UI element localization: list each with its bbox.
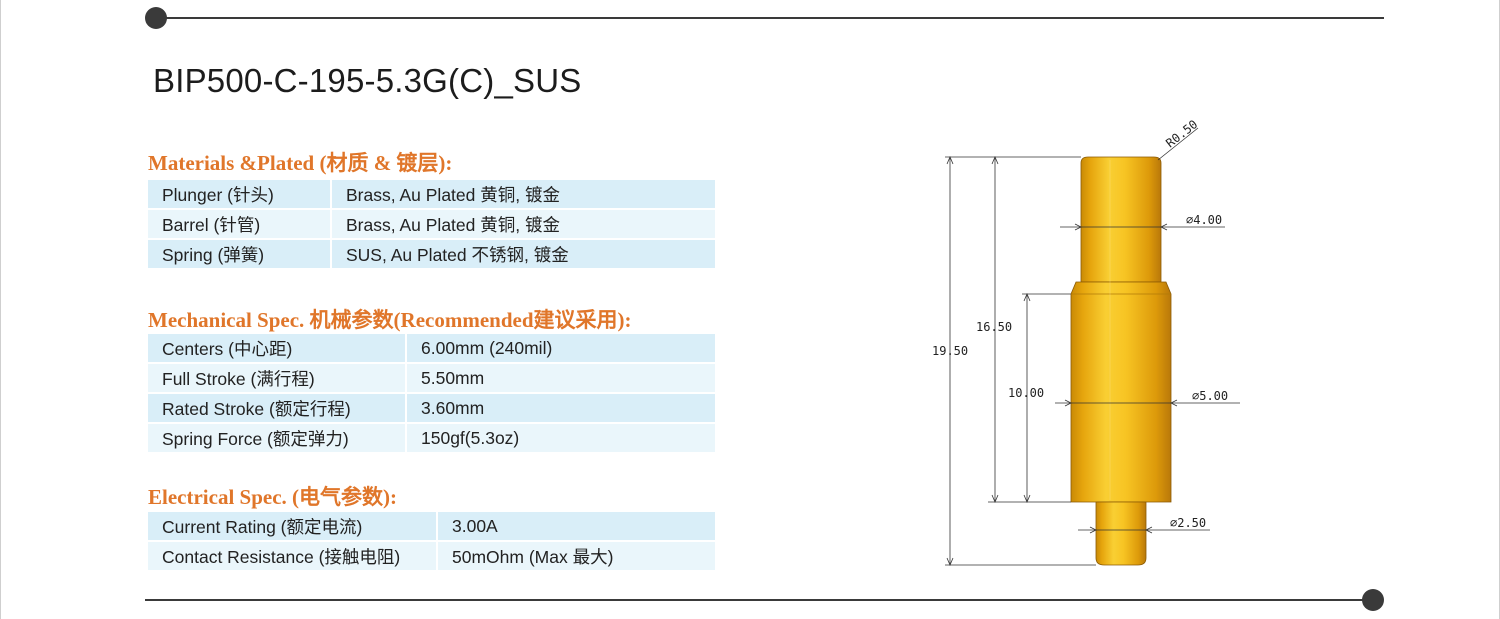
spec-value: 3.00A [437, 512, 715, 541]
spec-key: Spring (弹簧) [148, 239, 332, 269]
top-rule-dot [145, 7, 167, 29]
mechanical-table: Centers (中心距) 6.00mm (240mil) Full Strok… [148, 334, 715, 454]
table-row: Centers (中心距) 6.00mm (240mil) [148, 334, 715, 363]
pin-tail [1095, 501, 1147, 566]
spec-value: 50mOhm (Max 最大) [437, 541, 715, 571]
pin-body [1070, 156, 1172, 566]
spec-value: 150gf(5.3oz) [406, 423, 715, 453]
product-title: BIP500-C-195-5.3G(C)_SUS [153, 62, 582, 99]
left-frame-edge [0, 0, 1, 619]
table-row: Contact Resistance (接触电阻) 50mOhm (Max 最大… [148, 541, 715, 571]
spec-value: Brass, Au Plated 黄铜, 镀金 [331, 180, 715, 209]
bottom-rule-dot [1362, 589, 1384, 611]
spec-key: Barrel (针管) [148, 209, 332, 239]
table-row: Full Stroke (满行程) 5.50mm [148, 363, 715, 393]
table-row: Barrel (针管) Brass, Au Plated 黄铜, 镀金 [148, 209, 715, 239]
spec-value: SUS, Au Plated 不锈钢, 镀金 [331, 239, 715, 269]
spec-key: Current Rating (额定电流) [148, 512, 438, 541]
dim-radius: R0.50 [1163, 117, 1200, 150]
dim-dia-top: ∅4.00 [1186, 213, 1222, 227]
spec-value: 6.00mm (240mil) [406, 334, 715, 363]
dim-dia-mid: ∅5.00 [1192, 389, 1228, 403]
top-rule [160, 17, 1384, 19]
dim-upper-length: 16.50 [976, 320, 1012, 334]
spec-value: 3.60mm [406, 393, 715, 423]
materials-table: Plunger (针头) Brass, Au Plated 黄铜, 镀金 Bar… [148, 180, 715, 270]
dim-dia-bottom: ∅2.50 [1170, 516, 1206, 530]
spec-key: Centers (中心距) [148, 334, 407, 363]
spec-key: Plunger (针头) [148, 180, 332, 209]
dim-barrel-length: 10.00 [1008, 386, 1044, 400]
spec-key: Rated Stroke (额定行程) [148, 393, 407, 423]
pin-barrel [1070, 281, 1172, 503]
table-row: Spring Force (额定弹力) 150gf(5.3oz) [148, 423, 715, 453]
electrical-heading: Electrical Spec. (电气参数): [148, 485, 398, 509]
table-row: Plunger (针头) Brass, Au Plated 黄铜, 镀金 [148, 180, 715, 209]
pin-plunger [1080, 156, 1162, 283]
spec-value: 5.50mm [406, 363, 715, 393]
table-row: Current Rating (额定电流) 3.00A [148, 512, 715, 541]
spec-key: Spring Force (额定弹力) [148, 423, 407, 453]
pin-drawing: 19.50 16.50 10.00 ∅4.00 ∅5.00 ∅2.50 R0.5… [932, 117, 1240, 567]
spec-key: Contact Resistance (接触电阻) [148, 541, 438, 571]
mechanical-heading: Mechanical Spec. 机械参数(Recommended建议采用): [148, 308, 632, 332]
dim-total-length: 19.50 [932, 344, 968, 358]
materials-heading: Materials &Plated (材质 & 镀层): [148, 151, 453, 175]
spec-value: Brass, Au Plated 黄铜, 镀金 [331, 209, 715, 239]
dimension-lines [945, 127, 1240, 567]
table-row: Rated Stroke (额定行程) 3.60mm [148, 393, 715, 423]
bottom-rule [145, 599, 1371, 601]
electrical-table: Current Rating (额定电流) 3.00A Contact Resi… [148, 512, 715, 572]
spec-key: Full Stroke (满行程) [148, 363, 407, 393]
table-row: Spring (弹簧) SUS, Au Plated 不锈钢, 镀金 [148, 239, 715, 269]
